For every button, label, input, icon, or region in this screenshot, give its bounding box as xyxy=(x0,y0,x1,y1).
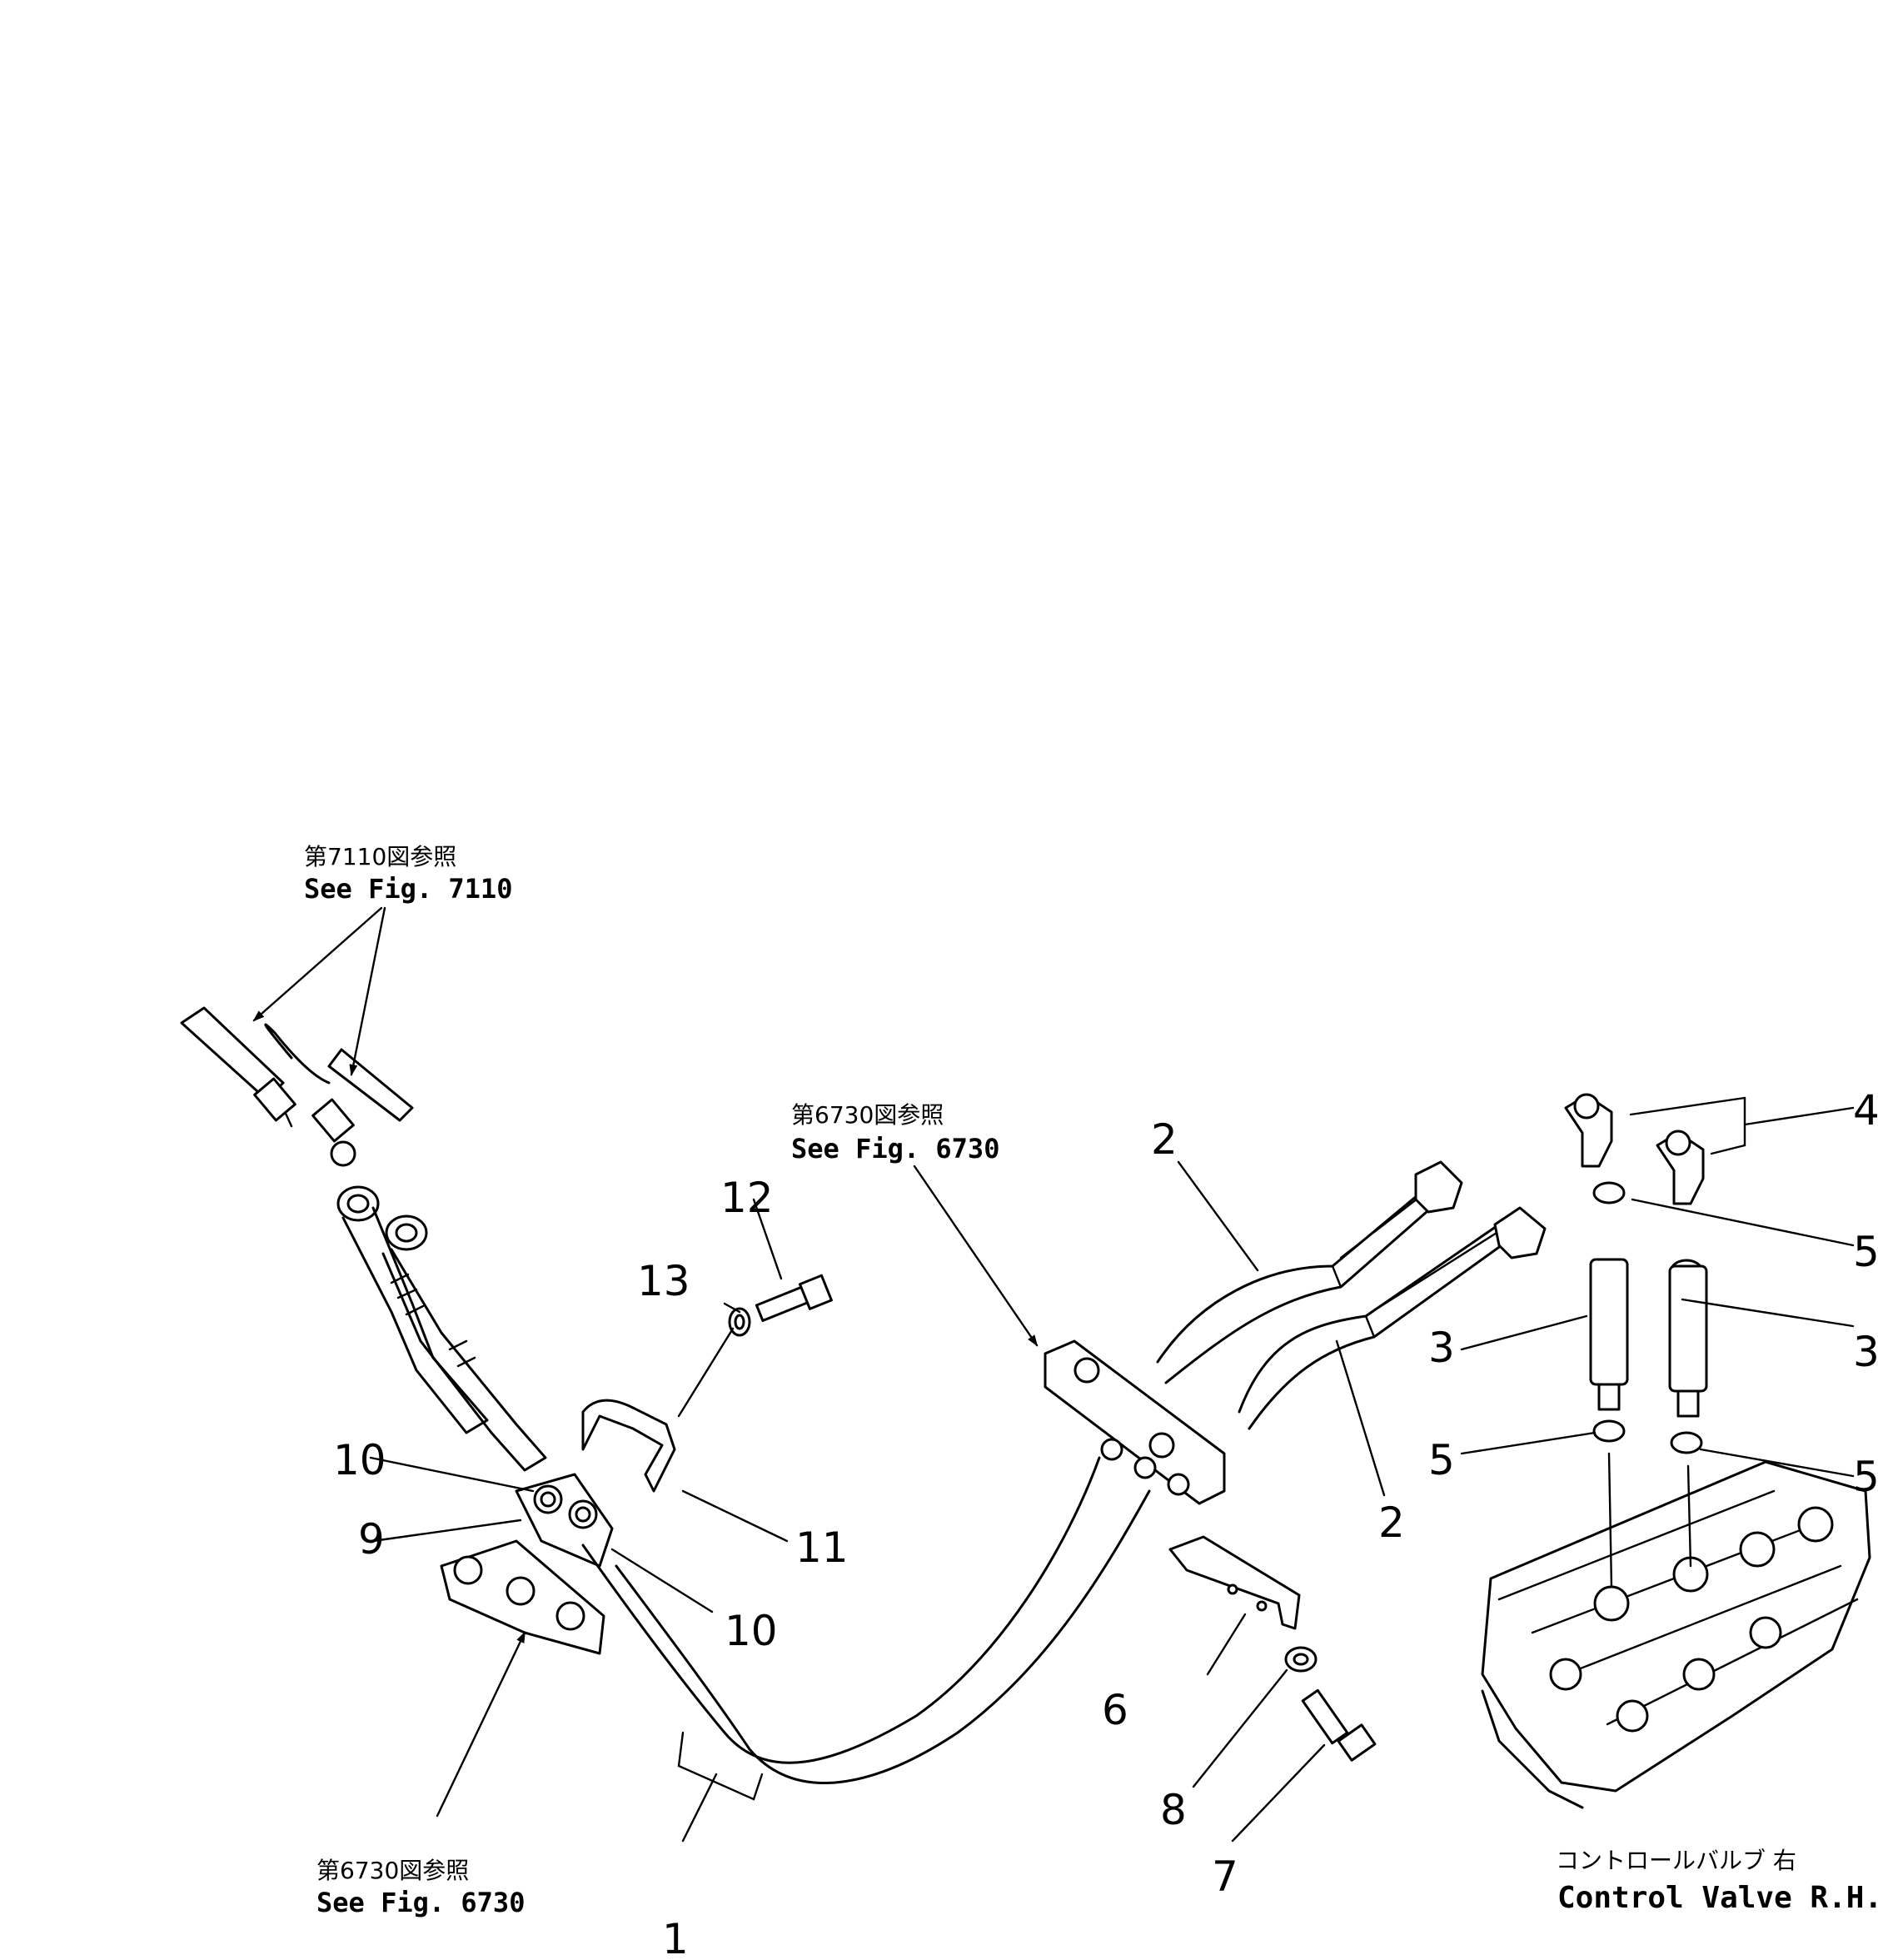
washer-8 xyxy=(1284,1646,1318,1673)
callout-11: 11 xyxy=(795,1524,849,1572)
bolt-7 xyxy=(1301,1688,1377,1762)
ref-fig-6730-top: 第6730図参照 See Fig. 6730 xyxy=(791,1101,999,1165)
callout-2-upper: 2 xyxy=(1151,1115,1178,1164)
ref-6730-bottom-jp: 第6730図参照 xyxy=(316,1857,469,1884)
elbows-4 xyxy=(1564,1093,1705,1205)
bolt-12 xyxy=(755,1274,833,1323)
ref-7110-jp: 第7110図参照 xyxy=(304,843,456,870)
control-valve-drawing xyxy=(1481,1460,1871,1809)
callout-1: 1 xyxy=(662,1915,689,1960)
adapters-3 xyxy=(1589,1258,1708,1418)
ref-fig-6730-bottom: 第6730図参照 See Fig. 6730 xyxy=(316,1857,525,1918)
tube-1 xyxy=(581,1456,1151,1801)
washer-13 xyxy=(728,1307,751,1337)
callout-3-left: 3 xyxy=(1428,1324,1455,1372)
callout-2-lower: 2 xyxy=(1378,1499,1405,1547)
ref-fig-7110: 第7110図参照 See Fig. 7110 xyxy=(304,843,512,905)
control-valve-en: Control Valve R.H. xyxy=(1557,1881,1878,1915)
leader-lines xyxy=(252,906,1855,1843)
hoses-2 xyxy=(1156,1160,1547,1430)
callout-12: 12 xyxy=(720,1174,774,1222)
callout-4: 4 xyxy=(1853,1086,1878,1135)
callout-8: 8 xyxy=(1160,1786,1187,1834)
hose-assembly-left xyxy=(336,1185,547,1472)
callout-5-lower-left: 5 xyxy=(1428,1436,1455,1484)
ref-6730-top-jp: 第6730図参照 xyxy=(791,1101,944,1129)
ref-6730-bottom-en: See Fig. 6730 xyxy=(316,1887,525,1918)
clamp-assembly xyxy=(440,1473,614,1655)
callout-10-upper: 10 xyxy=(333,1436,386,1484)
callout-7: 7 xyxy=(1212,1853,1238,1901)
callout-6: 6 xyxy=(1102,1686,1128,1734)
callout-5-lower-right: 5 xyxy=(1853,1453,1878,1501)
callout-numbers: 1 2 2 3 3 4 5 5 5 6 7 8 9 10 10 11 12 13 xyxy=(333,1086,1878,1960)
callout-10-lower: 10 xyxy=(725,1607,778,1655)
bracket-11 xyxy=(581,1399,676,1493)
callout-3-right: 3 xyxy=(1853,1328,1878,1376)
upper-hose-ends xyxy=(180,1006,414,1167)
center-clamp xyxy=(1044,1339,1226,1505)
callout-9: 9 xyxy=(358,1515,385,1564)
bracket-6 xyxy=(1168,1535,1301,1630)
callout-5-upper-right: 5 xyxy=(1853,1228,1878,1276)
ref-7110-en: See Fig. 7110 xyxy=(304,873,512,905)
control-valve-caption: コントロールバルブ 右 Control Valve R.H. xyxy=(1556,1847,1878,1915)
control-valve-jp: コントロールバルブ 右 xyxy=(1556,1847,1796,1874)
ref-6730-top-en: See Fig. 6730 xyxy=(791,1133,999,1165)
callout-13: 13 xyxy=(637,1257,690,1305)
